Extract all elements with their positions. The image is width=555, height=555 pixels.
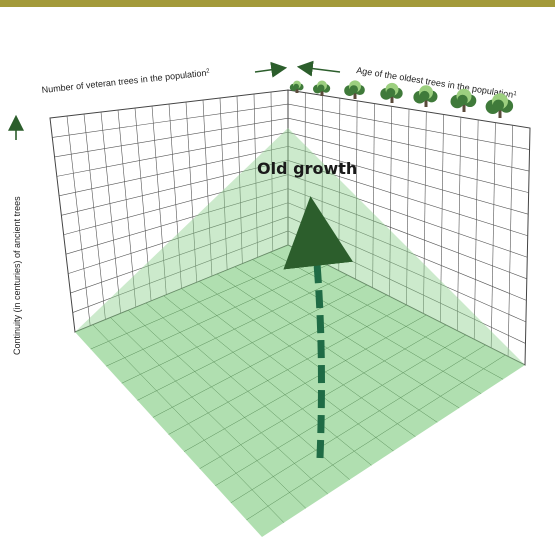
- right-wall-grid-vline: [372, 103, 375, 288]
- left-wall-grid-vline: [185, 101, 198, 283]
- left-wall-grid-vline: [66, 115, 91, 326]
- tree-age-2-icon-foliage: [317, 84, 325, 92]
- right-wall-grid-vline: [473, 119, 479, 340]
- old-growth-label: Old growth: [257, 159, 357, 178]
- x-axis-label: Number of veteran trees in the populatio…: [41, 67, 211, 95]
- floor-polygon: [75, 245, 525, 537]
- right-wall-grid-hline: [287, 103, 530, 150]
- tree-age-7-icon: [485, 93, 514, 118]
- left-wall-grid-vline: [202, 99, 213, 277]
- left-wall-grid-vline: [219, 97, 228, 270]
- tree-age-4-icon-trunk: [390, 95, 394, 103]
- left-wall-grid-hline: [70, 216, 289, 294]
- right-wall-grid-hline: [287, 131, 529, 193]
- left-wall-grid-hline: [61, 160, 289, 216]
- tree-age-6-icon-foliage: [457, 94, 468, 106]
- floor-grid-hline: [163, 295, 372, 466]
- right-wall-grid-vline: [456, 117, 462, 331]
- left-wall-grid-hline: [63, 174, 289, 236]
- floor-grid-hline: [145, 302, 350, 480]
- tree-age-6-icon-trunk: [462, 103, 466, 112]
- right-wall-grid-vline: [490, 122, 496, 348]
- right-wall-grid-vline: [355, 100, 358, 280]
- left-wall-grid-hline: [65, 188, 289, 255]
- right-wall-grid-hline: [287, 160, 528, 237]
- tree-age-6-icon: [450, 88, 477, 112]
- right-wall-grid-vline: [507, 125, 514, 357]
- floor-grid-hline: [92, 324, 285, 523]
- tree-age-5-icon: [413, 85, 438, 107]
- right-wall-grid-hline: [287, 117, 530, 172]
- right-wall-grid-vline: [406, 108, 410, 306]
- old-growth-envelope-right: [288, 128, 525, 365]
- tree-age-5-icon-trunk: [424, 98, 428, 107]
- left-wall-grid-vline: [168, 103, 182, 289]
- floor-plane: [75, 245, 525, 537]
- left-wall-grid-vline: [270, 91, 274, 252]
- tree-age-5-icon-foliage: [419, 90, 430, 101]
- y-axis-direction-arrow: [296, 60, 341, 77]
- floor-grid-hline: [199, 281, 416, 437]
- tree-age-3-icon: [344, 80, 365, 99]
- left-wall-grid-hline: [59, 146, 289, 197]
- tree-age-2-icon: [313, 80, 331, 96]
- left-wall-grid-hline: [56, 131, 289, 177]
- left-wall-grid-vline: [100, 111, 121, 314]
- tree-age-1-icon: [289, 80, 304, 93]
- tree-age-3-icon-foliage: [349, 85, 358, 94]
- tree-age-1-icon-trunk: [295, 88, 299, 93]
- left-wall-grid-vline: [134, 107, 152, 301]
- left-wall-grid-vline: [236, 95, 243, 264]
- floor-grid-hline: [110, 317, 307, 509]
- floor-grid-hline: [270, 252, 504, 380]
- right-wall-grid-vline: [423, 111, 427, 314]
- left-wall-grid-hline: [52, 103, 289, 138]
- tree-age-2-icon-trunk: [320, 90, 324, 96]
- left-wall-grid: [52, 91, 289, 326]
- left-wall-grid-hline: [72, 230, 289, 313]
- floor-grid: [90, 252, 506, 523]
- left-wall-grid-vline: [151, 105, 167, 295]
- floor-grid-hline: [181, 288, 394, 452]
- floor-grid-hline: [234, 266, 460, 409]
- tree-age-icons: [289, 80, 514, 118]
- left-wall-grid-hline: [68, 202, 289, 274]
- tree-age-1-icon-foliage: [293, 83, 300, 90]
- tree-age-4-icon: [380, 82, 403, 103]
- right-wall-grid-hline: [287, 146, 529, 215]
- tree-age-3-icon-trunk: [353, 91, 357, 99]
- old-growth-envelope-left: [75, 128, 288, 332]
- right-wall-grid-vline: [440, 114, 444, 323]
- back-walls: [49, 89, 531, 366]
- right-wall-grid-hline: [287, 174, 528, 258]
- floor-grid-hline: [252, 259, 482, 394]
- top-rule-bar: [0, 0, 555, 7]
- tree-age-7-icon-foliage: [492, 99, 504, 111]
- left-wall-grid-vline: [83, 113, 106, 320]
- left-wall-grid-vline: [117, 109, 137, 308]
- floor-grid-hline: [128, 310, 328, 495]
- left-wall-grid-hline: [54, 117, 289, 158]
- right-wall-grid-vline: [389, 106, 393, 297]
- z-axis-label: Continuity (in centuries) of ancient tre…: [12, 196, 22, 355]
- left-wall-grid-vline: [253, 93, 258, 258]
- old-growth-arrow: [283, 196, 353, 459]
- tree-age-4-icon-foliage: [386, 88, 396, 98]
- x-axis-direction-arrow: [254, 61, 288, 78]
- tree-age-7-icon-trunk: [498, 108, 502, 118]
- floor-grid-hline: [216, 273, 438, 423]
